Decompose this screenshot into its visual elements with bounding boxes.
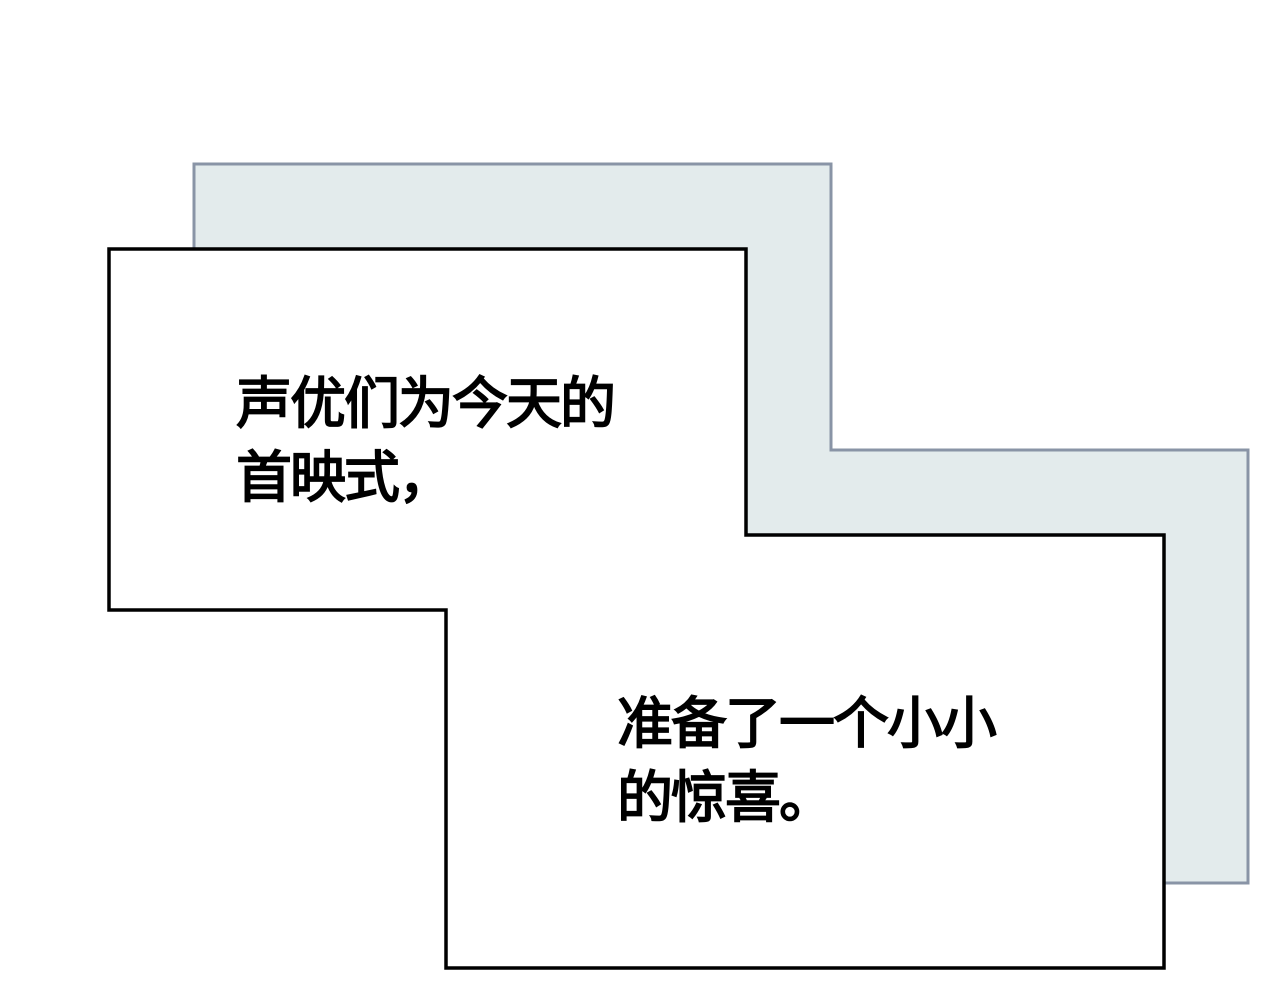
caption-bottom-line-2: 的惊喜。 xyxy=(617,766,835,831)
caption-text-top: 声优们为今天的 首映式， xyxy=(236,368,616,516)
caption-top-line-1: 声优们为今天的 xyxy=(236,372,616,437)
caption-bottom-line-1: 准备了一个小小 xyxy=(617,692,997,757)
panel-box xyxy=(107,247,1166,970)
caption-text-bottom: 准备了一个小小 的惊喜。 xyxy=(617,688,997,836)
caption-top-line-2: 首映式， xyxy=(236,446,454,511)
